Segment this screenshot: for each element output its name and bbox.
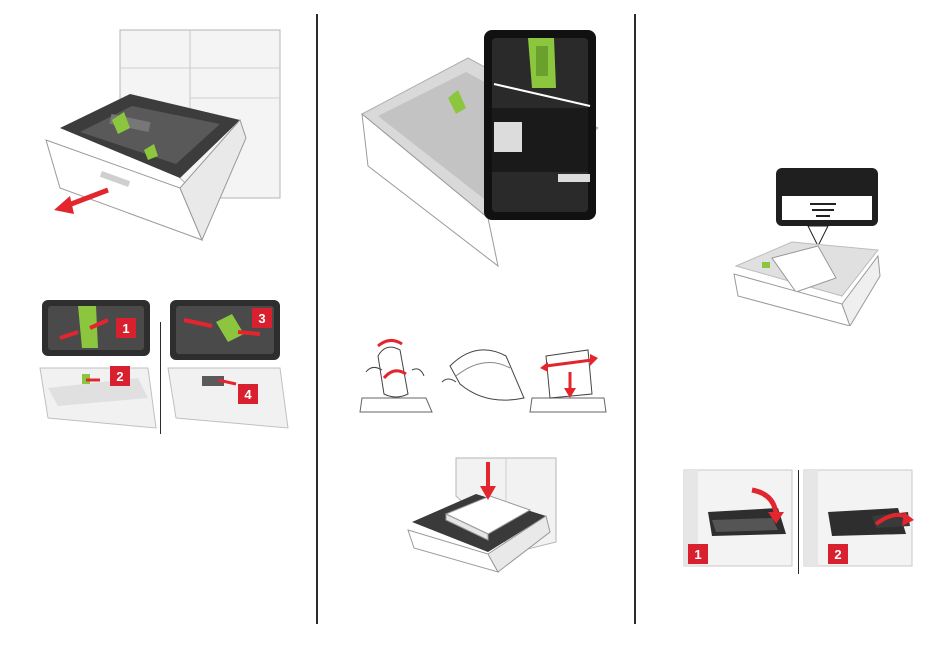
step-divider-line-right [798,470,799,574]
column-divider-right [634,14,636,624]
callout-3: 3 [258,311,265,326]
callout-4: 4 [244,387,252,402]
step-divider-line [160,322,161,434]
max-fill-line-illustration [732,166,882,326]
column-divider-left [316,14,318,624]
adjust-width-guide-illustration: 3 4 [166,298,290,438]
callout-1: 1 [122,321,129,336]
callout-extend-2: 2 [834,547,841,562]
callout-2: 2 [116,369,123,384]
close-tray-illustration: 1 [682,468,794,568]
load-paper-stack-illustration [406,456,566,576]
flex-fan-paper-illustration [356,336,608,416]
extend-paper-stop-illustration: 2 [802,468,914,568]
callout-close-1: 1 [694,547,701,562]
pull-out-tray-illustration [40,28,290,248]
paper-size-indicator-illustration [358,28,608,268]
adjust-length-guide-illustration: 1 2 [38,298,158,438]
